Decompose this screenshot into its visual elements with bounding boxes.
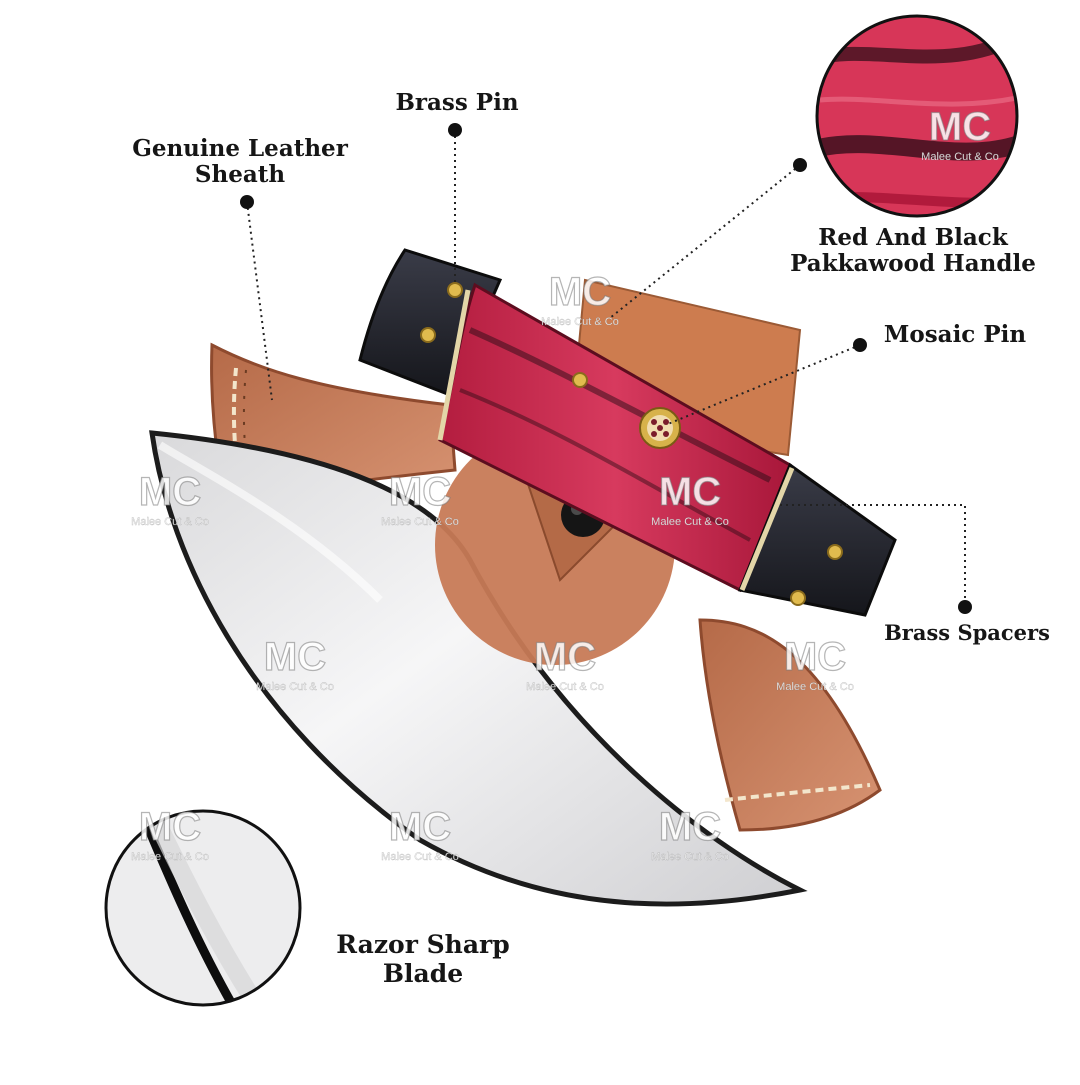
watermark-logo: MC Malee Cut & Co [381,804,459,863]
label-leather-sheath-line2: Sheath [194,161,286,188]
sheath-stitching-right [724,783,871,802]
label-brass-spacers: Brass Spacers [884,620,1050,645]
watermark-logo: MC Malee Cut & Co [131,804,209,863]
watermark-brand-text: Malee Cut & Co [381,516,459,528]
watermark-brand-text: Malee Cut & Co [651,851,729,863]
brass-pin-3 [572,372,588,388]
watermark-brand-text: Malee Cut & Co [921,151,999,163]
watermark-group: MC Malee Cut & Co MC Malee Cut & Co MC Malee … [131,104,999,863]
label-handle-line1: Red And Black [818,224,1008,251]
brass-spacer-right [739,467,795,591]
blade [149,430,808,907]
watermark-brand-text: Malee Cut & Co [381,851,459,863]
watermark-logo: MC Malee Cut & Co [651,469,729,528]
watermark-brand-text: Malee Cut & Co [131,851,209,863]
watermark-brand-text: Malee Cut & Co [776,681,854,693]
watermark-logo: MC Malee Cut & Co [131,469,209,528]
dot-handle [793,158,807,172]
watermark-logo-letters: MC [929,105,991,149]
brass-spacer-left [437,289,471,441]
watermark-logo-letters: MC [659,805,721,849]
watermark-logo: MC Malee Cut & Co [526,634,604,693]
watermark-logo-letters: MC [534,635,596,679]
label-blade: Razor Sharp Blade [308,930,538,988]
brass-pin-4 [827,544,843,560]
dot-mosaic-pin [853,338,867,352]
label-leather-sheath: Genuine Leather Sheath [120,136,360,188]
mosaic-pin [639,407,681,449]
label-handle: Red And Black Pakkawood Handle [768,225,1058,277]
zoom-circle-blade-edge [104,809,302,1007]
watermark-logo-letters: MC [389,470,451,514]
zoom-circle-pakkawood [815,14,1019,218]
watermark-logo: MC Malee Cut & Co [256,634,334,693]
watermark-logo-letters: MC [139,470,201,514]
watermark-logo-letters: MC [784,635,846,679]
watermark-brand-text: Malee Cut & Co [541,316,619,328]
watermark-logo-letters: MC [264,635,326,679]
label-blade-line2: Blade [382,959,464,988]
label-leather-sheath-line1: Genuine Leather [132,135,348,162]
label-blade-line1: Razor Sharp [336,930,510,959]
label-handle-line2: Pakkawood Handle [790,250,1036,277]
brass-pin-2 [420,327,436,343]
watermark-brand-text: Malee Cut & Co [131,516,209,528]
watermark-logo: MC Malee Cut & Co [921,104,999,163]
callout-lines [246,130,966,607]
watermark-logo: MC Malee Cut & Co [651,804,729,863]
watermark-brand-text: Malee Cut & Co [256,681,334,693]
dot-brass-spacers [958,600,972,614]
brass-pin-1 [447,282,463,298]
watermark-logo-letters: MC [389,805,451,849]
watermark-logo-letters: MC [659,470,721,514]
watermark-logo-letters: MC [139,805,201,849]
watermark-logo-letters: MC [549,270,611,314]
watermark-brand-text: Malee Cut & Co [526,681,604,693]
watermark-logo: MC Malee Cut & Co [776,634,854,693]
watermark-logo: MC Malee Cut & Co [381,469,459,528]
label-brass-pin: Brass Pin [395,89,519,116]
watermark-brand-text: Malee Cut & Co [651,516,729,528]
dot-leather-sheath [240,195,254,209]
dot-brass-pin [448,123,462,137]
watermark-logo: MC Malee Cut & Co [541,269,619,328]
leather-sheath-right [698,618,882,832]
label-mosaic-pin: Mosaic Pin [883,321,1027,348]
brass-pin-5 [790,590,806,606]
